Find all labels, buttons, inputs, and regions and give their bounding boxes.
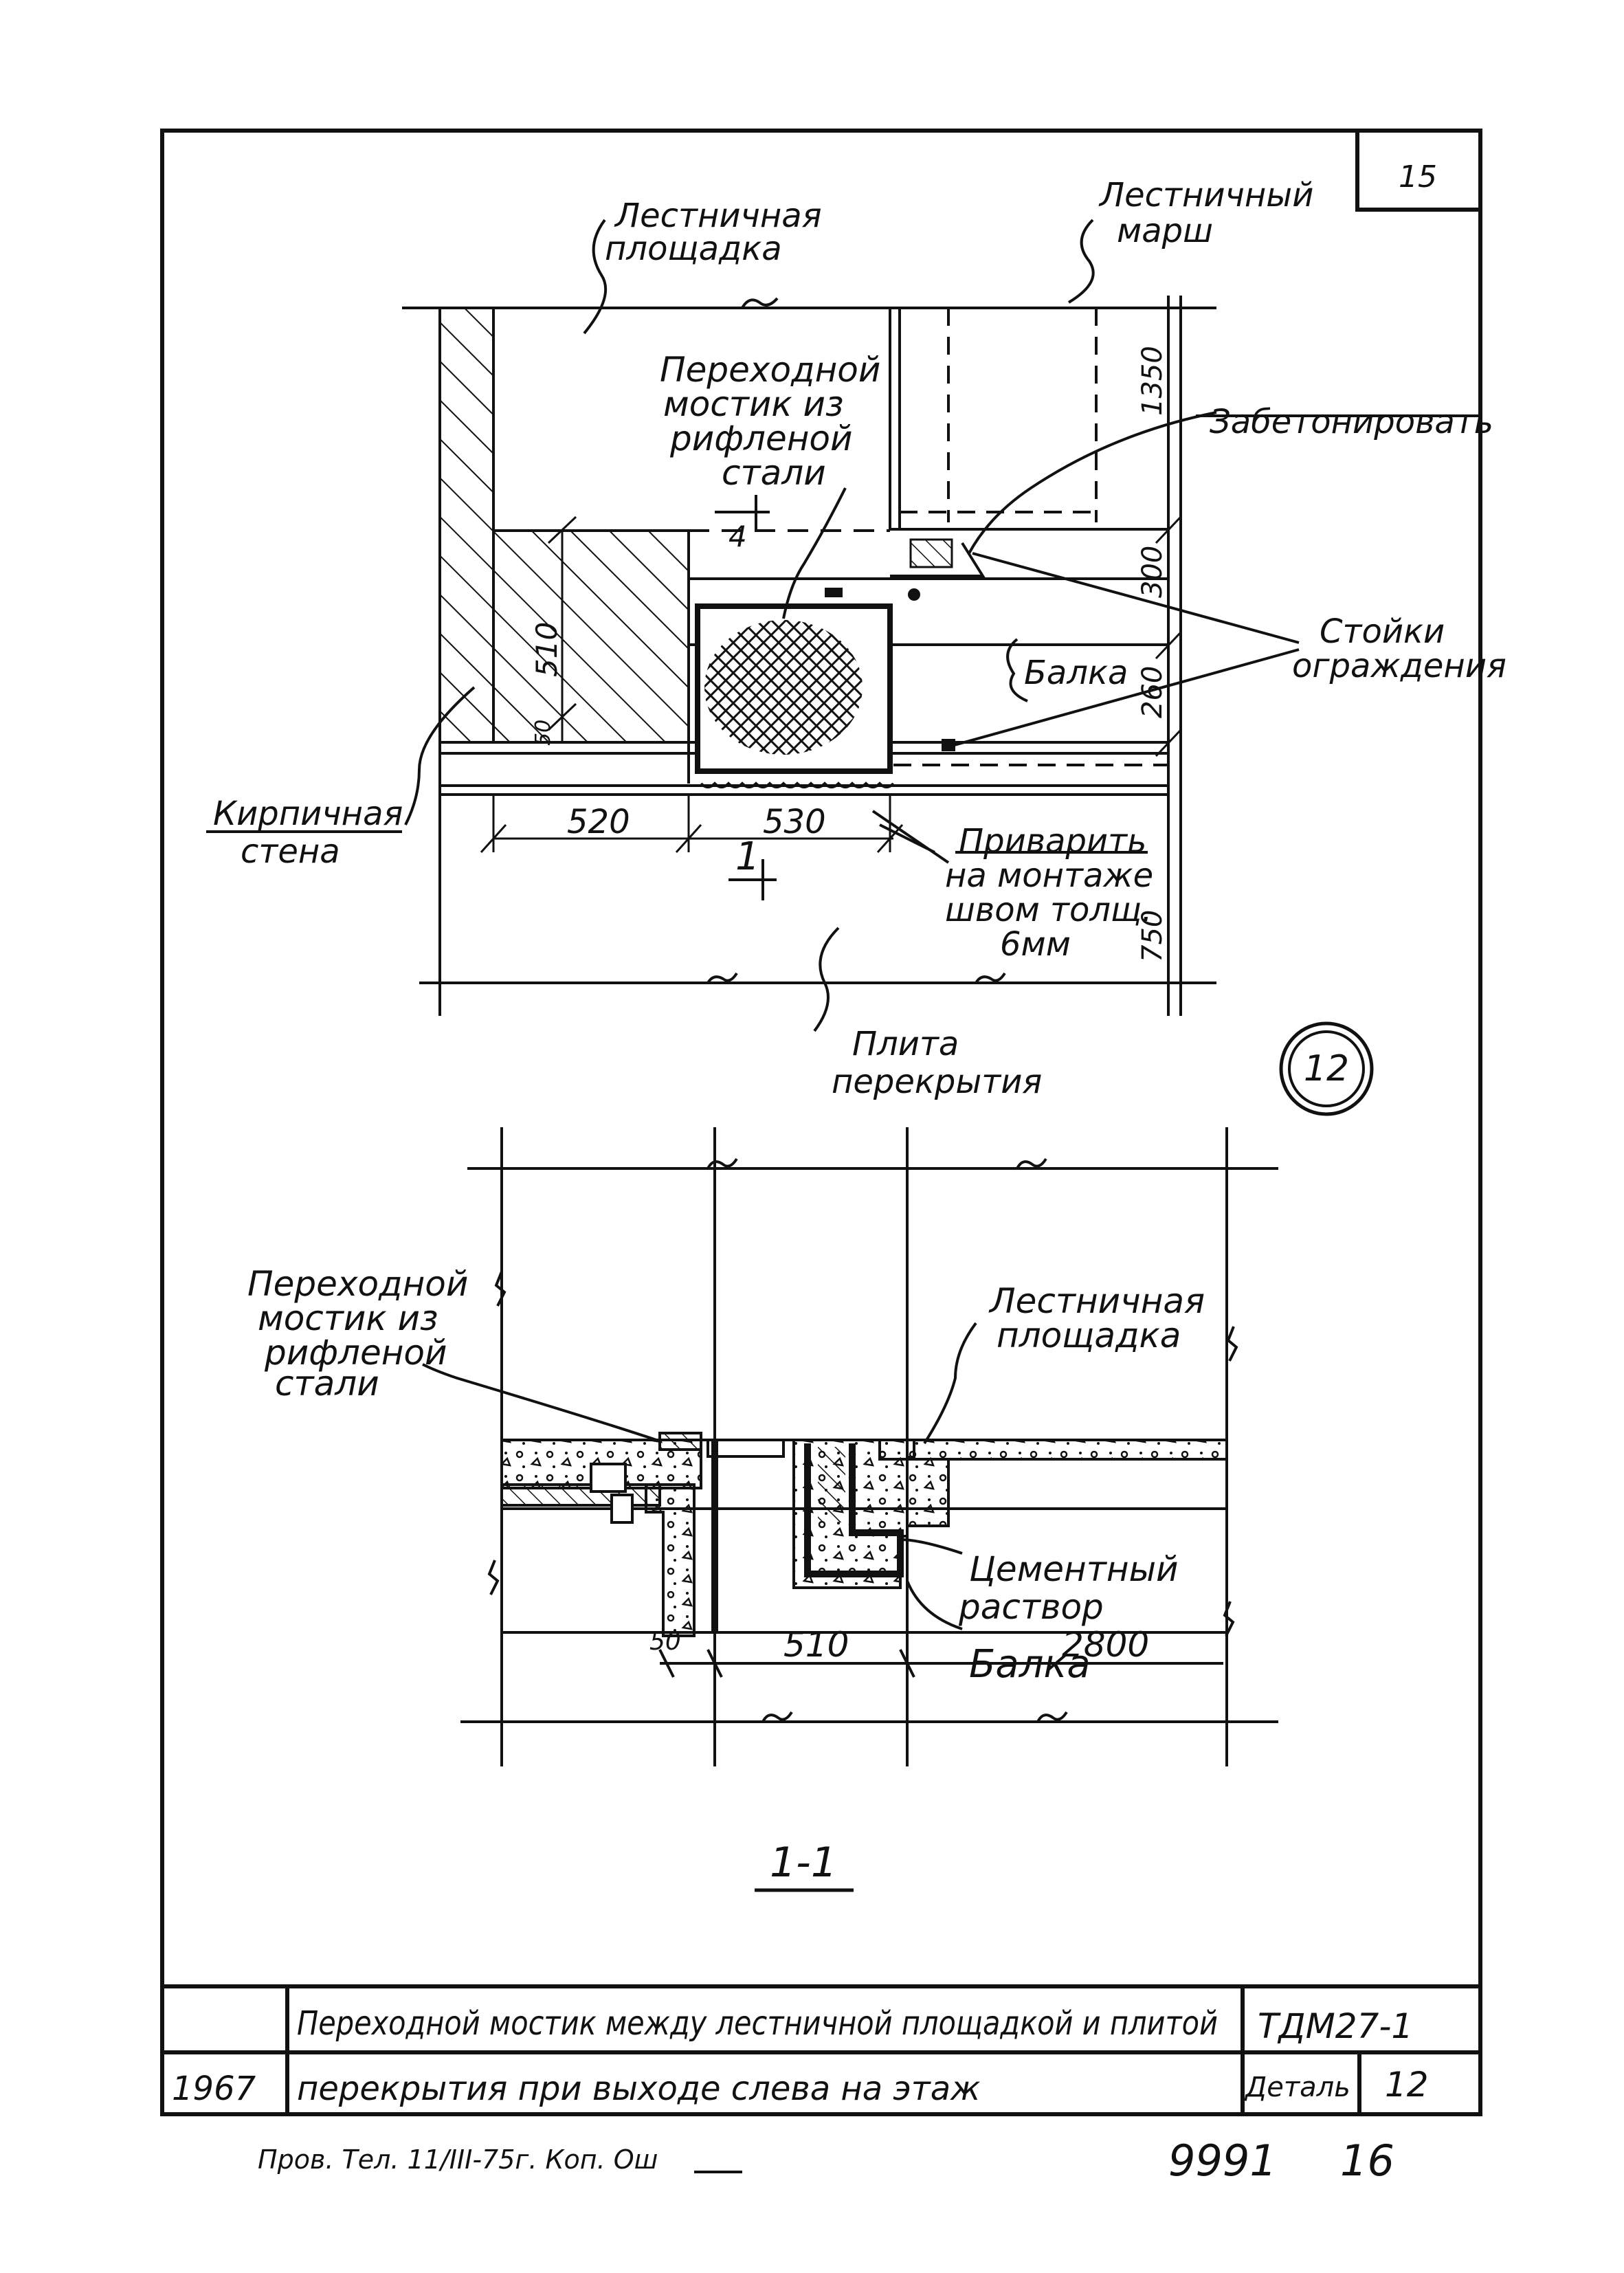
page-number: 16: [1340, 2136, 1394, 2186]
weld-label: Приварить на монтаже швом толщ. 6мм: [945, 822, 1164, 964]
footer: Пров. Тел. 11/III-75г. Коп. Ош 9991 16: [258, 2136, 1394, 2186]
section-beam-label: Балка: [969, 1642, 1091, 1687]
detail-number: 12: [1304, 1048, 1349, 1089]
detail-caption: Деталь: [1244, 2072, 1350, 2103]
detail-number-badge: 12: [1279, 1021, 1374, 1116]
year: 1967: [172, 2070, 256, 2108]
bridge-label: Переходной мостик из рифленой стали: [660, 350, 891, 493]
dim-750: 750: [1137, 910, 1168, 962]
landing-label: Лестничная площадка: [605, 197, 832, 268]
section-title: 1-1: [770, 1839, 837, 1887]
section-cut-mark: 4: [728, 520, 747, 553]
beam-label: Балка: [1024, 654, 1128, 692]
section-landing-label: Лестничная площадка: [988, 1281, 1216, 1355]
sheet-frame: [160, 129, 1482, 2116]
wall-label: Кирпичная стена: [213, 795, 414, 871]
mortar-label: Цементный раствор: [958, 1549, 1189, 1627]
section-mark-number: 1: [735, 834, 760, 879]
title-block: Переходной мостик между лестничной площа…: [172, 2004, 1429, 2108]
sheet-number: 15: [1399, 159, 1437, 195]
detail-value: 12: [1385, 2065, 1429, 2105]
dim-520: 520: [567, 803, 630, 841]
posts-label: Стойки ограждения: [1292, 612, 1506, 685]
doc-number: 9991: [1168, 2136, 1277, 2186]
dim-1350: 1350: [1137, 346, 1168, 416]
section-view: Переходной мостик из рифленой стали Лест…: [247, 1127, 1278, 1892]
slab-label: Плита перекрытия: [832, 1025, 1042, 1101]
weld-seam: [700, 781, 895, 788]
plan-view: 4 1 520 530 510 50 1350 300 26: [206, 176, 1506, 1101]
section-dim-50: 50: [649, 1628, 681, 1656]
dim-50: 50: [531, 720, 555, 746]
description-line-1: Переходной мостик между лестничной площа…: [297, 2004, 1218, 2043]
section-dim-510: 510: [783, 1625, 849, 1665]
section-bridge-label: Переходной мостик из рифленой стали: [247, 1264, 479, 1404]
dim-510: 510: [530, 622, 564, 677]
flight-label: Лестничный марш: [1098, 176, 1324, 250]
section-dim-2800: 2800: [1062, 1625, 1149, 1665]
checker-plate-pattern: [704, 620, 863, 755]
drawing-code: ТДМ27-1: [1258, 2006, 1413, 2046]
description-line-2: перекрытия при выходе слева на этаж: [297, 2070, 980, 2108]
concrete-label: Забетонировать: [1210, 403, 1493, 441]
dim-300: 300: [1137, 546, 1168, 598]
check-note: Пров. Тел. 11/III-75г. Коп. Ош: [258, 2144, 658, 2175]
dim-530: 530: [763, 803, 826, 841]
